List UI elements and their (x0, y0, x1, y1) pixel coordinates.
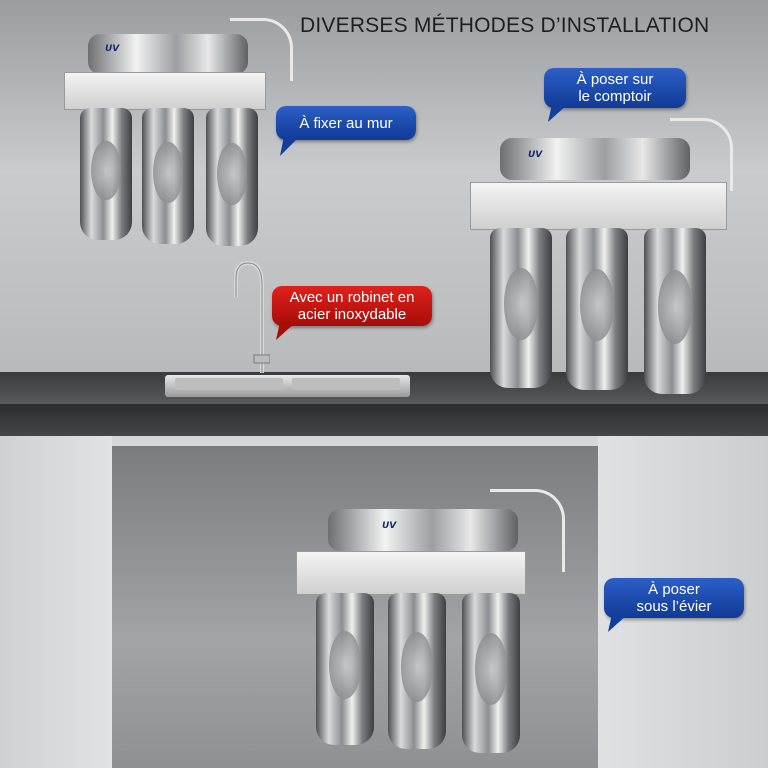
callout-text-line1: À poser sur (576, 71, 654, 88)
water-hose (670, 118, 733, 191)
filter-cartridge (644, 228, 706, 394)
sink-basin-right (292, 378, 400, 390)
cartridge-label (474, 633, 508, 705)
uv-label: UV (105, 44, 120, 54)
callout-wall-mount: À fixer au mur (276, 106, 416, 140)
countertop-edge (0, 404, 768, 436)
filter-cartridge (80, 108, 132, 240)
filter-cartridge (388, 593, 446, 749)
callout-countertop: À poser sur le comptoir (544, 68, 686, 108)
callout-text-line2: le comptoir (578, 88, 652, 105)
base-plate (470, 182, 727, 230)
cartridge-label (579, 268, 615, 342)
wall-mounted-filter: UV (60, 10, 293, 250)
cabinet-left-panel (0, 436, 112, 768)
uv-sterilizer-tube (500, 138, 690, 180)
filter-cartridge (206, 108, 258, 246)
countertop-filter: UV (470, 110, 740, 395)
cartridge-label (657, 269, 693, 345)
uv-sterilizer-tube (88, 34, 248, 74)
under-sink-filter: UV (290, 485, 580, 755)
page-title: DIVERSES MÉTHODES D’INSTALLATION (300, 14, 710, 37)
callout-text-line2: sous l’évier (636, 598, 712, 615)
uv-sterilizer-tube (328, 509, 518, 551)
callout-tail (280, 136, 300, 156)
faucet (234, 260, 270, 373)
base-plate (296, 551, 526, 595)
sink-basin-left (175, 378, 283, 390)
cartridge-label (153, 142, 183, 204)
cartridge-label (503, 268, 539, 340)
filter-cartridge (142, 108, 194, 244)
water-hose (490, 489, 565, 572)
callout-text-line1: À poser (648, 581, 700, 598)
water-hose (230, 18, 293, 81)
callout-under-sink: À poser sous l’évier (604, 578, 744, 618)
callout-text-line2: acier inoxydable (297, 306, 407, 323)
cartridge-label (91, 141, 121, 201)
mounting-plate (64, 72, 266, 110)
cartridge-label (328, 631, 362, 700)
callout-faucet: Avec un robinet en acier inoxydable (272, 286, 432, 326)
filter-cartridge (490, 228, 552, 388)
uv-label: UV (528, 150, 543, 160)
callout-text: À fixer au mur (299, 114, 393, 132)
callout-tail (608, 614, 628, 632)
callout-tail (548, 104, 568, 122)
filter-cartridge (316, 593, 374, 745)
uv-label: UV (382, 521, 397, 531)
callout-tail (276, 322, 296, 340)
cartridge-label (400, 632, 434, 703)
filter-cartridge (462, 593, 520, 753)
callout-text-line1: Avec un robinet en (289, 289, 415, 306)
filter-cartridge (566, 228, 628, 390)
cartridge-label (217, 142, 247, 205)
